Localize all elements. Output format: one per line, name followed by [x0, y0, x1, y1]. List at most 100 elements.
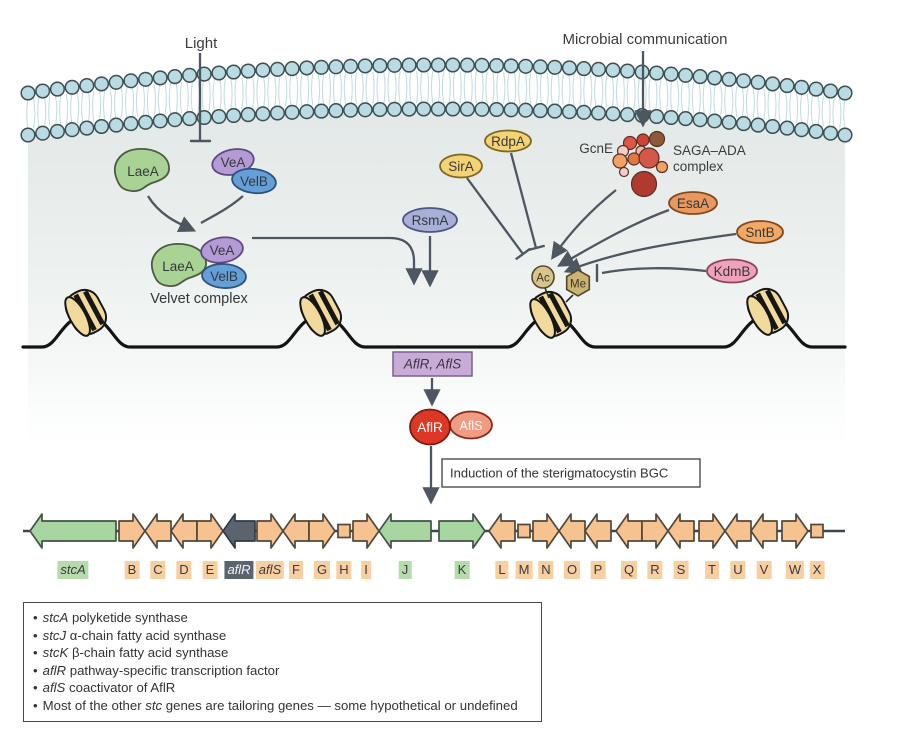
laea-assembly-arrow — [147, 195, 197, 233]
lipid-head — [328, 59, 344, 75]
light-label: Light — [185, 35, 218, 52]
lipid-head — [736, 73, 752, 89]
velvet-activation-arrow — [252, 236, 423, 286]
lipid-head — [357, 58, 373, 74]
lipid-head — [255, 106, 271, 122]
lipid-head — [108, 117, 124, 133]
sira-label: SirA — [448, 159, 474, 174]
gene-label-K: K — [454, 561, 470, 579]
lipid-head — [386, 101, 403, 117]
lipid-head — [79, 78, 95, 94]
lipid-head — [576, 104, 592, 120]
lipid-head — [20, 85, 36, 101]
lipid-head — [430, 101, 446, 117]
lipid-head — [576, 61, 592, 77]
lipid-head — [299, 104, 315, 120]
sntb-protein — [736, 220, 784, 244]
kdmb-protein — [706, 258, 758, 284]
velvet-vea-label: VeA — [210, 243, 235, 258]
lipid-head — [182, 67, 198, 83]
saga-subunit — [648, 130, 666, 148]
lipid-head — [386, 57, 403, 73]
microbial-communication-label: Microbial communication — [562, 31, 727, 48]
gene-arrow-D — [170, 513, 198, 549]
gene-arrow-O — [558, 513, 586, 549]
vea-label: VeA — [221, 155, 246, 170]
gene-label-aflS: aflS — [255, 561, 285, 579]
lipid-head — [474, 57, 490, 73]
lipid-head — [152, 70, 168, 86]
lipid-head — [240, 107, 256, 123]
gene-label-E: E — [202, 561, 218, 579]
velvet-complex-laea: LaeA — [150, 243, 207, 287]
lipid-head — [837, 85, 853, 101]
velvet-complex-label: Velvet complex — [150, 291, 248, 307]
lipid-head — [357, 102, 373, 118]
lipid-head — [372, 101, 388, 118]
nucleosomes — [64, 287, 790, 339]
rdpa-label: RdpA — [491, 134, 525, 149]
legend-item: •aflR pathway-specific transcription fac… — [33, 662, 280, 678]
sntb-label: SntB — [745, 225, 774, 240]
lipid-head — [108, 74, 124, 90]
lipid-head — [736, 116, 752, 132]
sntb-activation-arrow — [563, 232, 737, 274]
saga-subunit — [636, 133, 650, 147]
nucleosome-3 — [529, 290, 573, 339]
lipid-head — [750, 74, 766, 90]
gene-arrow-R — [641, 513, 669, 549]
gene-arrow-G — [308, 513, 336, 549]
gene-label-Q: Q — [620, 561, 638, 579]
saga-ada-label-line2: complex — [673, 159, 724, 174]
lipid-head — [299, 60, 315, 76]
lipid-head — [284, 104, 300, 120]
lipid-head — [35, 125, 51, 141]
rdpa-inhibition-line — [509, 152, 538, 249]
gene-arrow-I — [352, 513, 380, 549]
saga-subunit — [618, 166, 630, 178]
gene-label-D: D — [176, 561, 192, 579]
nucleosome-2 — [299, 288, 343, 337]
lipid-head — [707, 113, 723, 129]
gene-label-H: H — [336, 561, 352, 579]
legend-item: •Most of the other stc genes are tailori… — [33, 697, 518, 713]
lipid-head — [663, 109, 679, 126]
lipid-head — [123, 73, 139, 89]
esaa-label: EsaA — [677, 196, 709, 211]
gene-arrow-K — [438, 513, 486, 549]
lipid-head — [255, 62, 271, 78]
nucleosome-4 — [746, 287, 790, 336]
gene-label-N: N — [538, 561, 554, 579]
gene-arrow-X — [810, 523, 824, 539]
gene-arrow-Q — [615, 513, 643, 549]
ac-connector — [544, 287, 550, 299]
lipid-head — [459, 101, 475, 117]
lipid-head — [93, 118, 110, 135]
lipid-head — [401, 57, 417, 73]
afls-protein-label: AflS — [460, 419, 483, 433]
velvet-laea-label: LaeA — [162, 259, 194, 274]
rdpa-inhibition-tbar — [527, 244, 545, 252]
legend-bullet: • — [33, 610, 38, 625]
sira-inhibition-tbar — [515, 248, 531, 260]
sterigmatocystin-gene-cluster — [23, 513, 845, 549]
lipid-head — [226, 107, 242, 124]
gene-arrow-aflR — [222, 513, 256, 549]
lipid-head — [619, 63, 636, 79]
legend-item: •stcA polyketide synthase — [33, 610, 188, 625]
gene-function-legend: •stcA polyketide synthase•stcJ α-chain f… — [23, 602, 542, 722]
saga-subunit — [655, 160, 669, 174]
lipid-head — [663, 66, 679, 82]
lipid-head — [721, 114, 737, 130]
rdpa-protein — [484, 129, 532, 153]
lipid-head — [590, 105, 607, 121]
velvet-vea-protein — [200, 236, 244, 264]
gene-arrow-M — [517, 523, 531, 539]
lipid-head — [313, 103, 329, 119]
gene-label-I: I — [361, 561, 371, 579]
gene-label-G: G — [313, 561, 331, 579]
gene-arrow-U — [724, 513, 752, 549]
lipid-head — [547, 103, 563, 119]
